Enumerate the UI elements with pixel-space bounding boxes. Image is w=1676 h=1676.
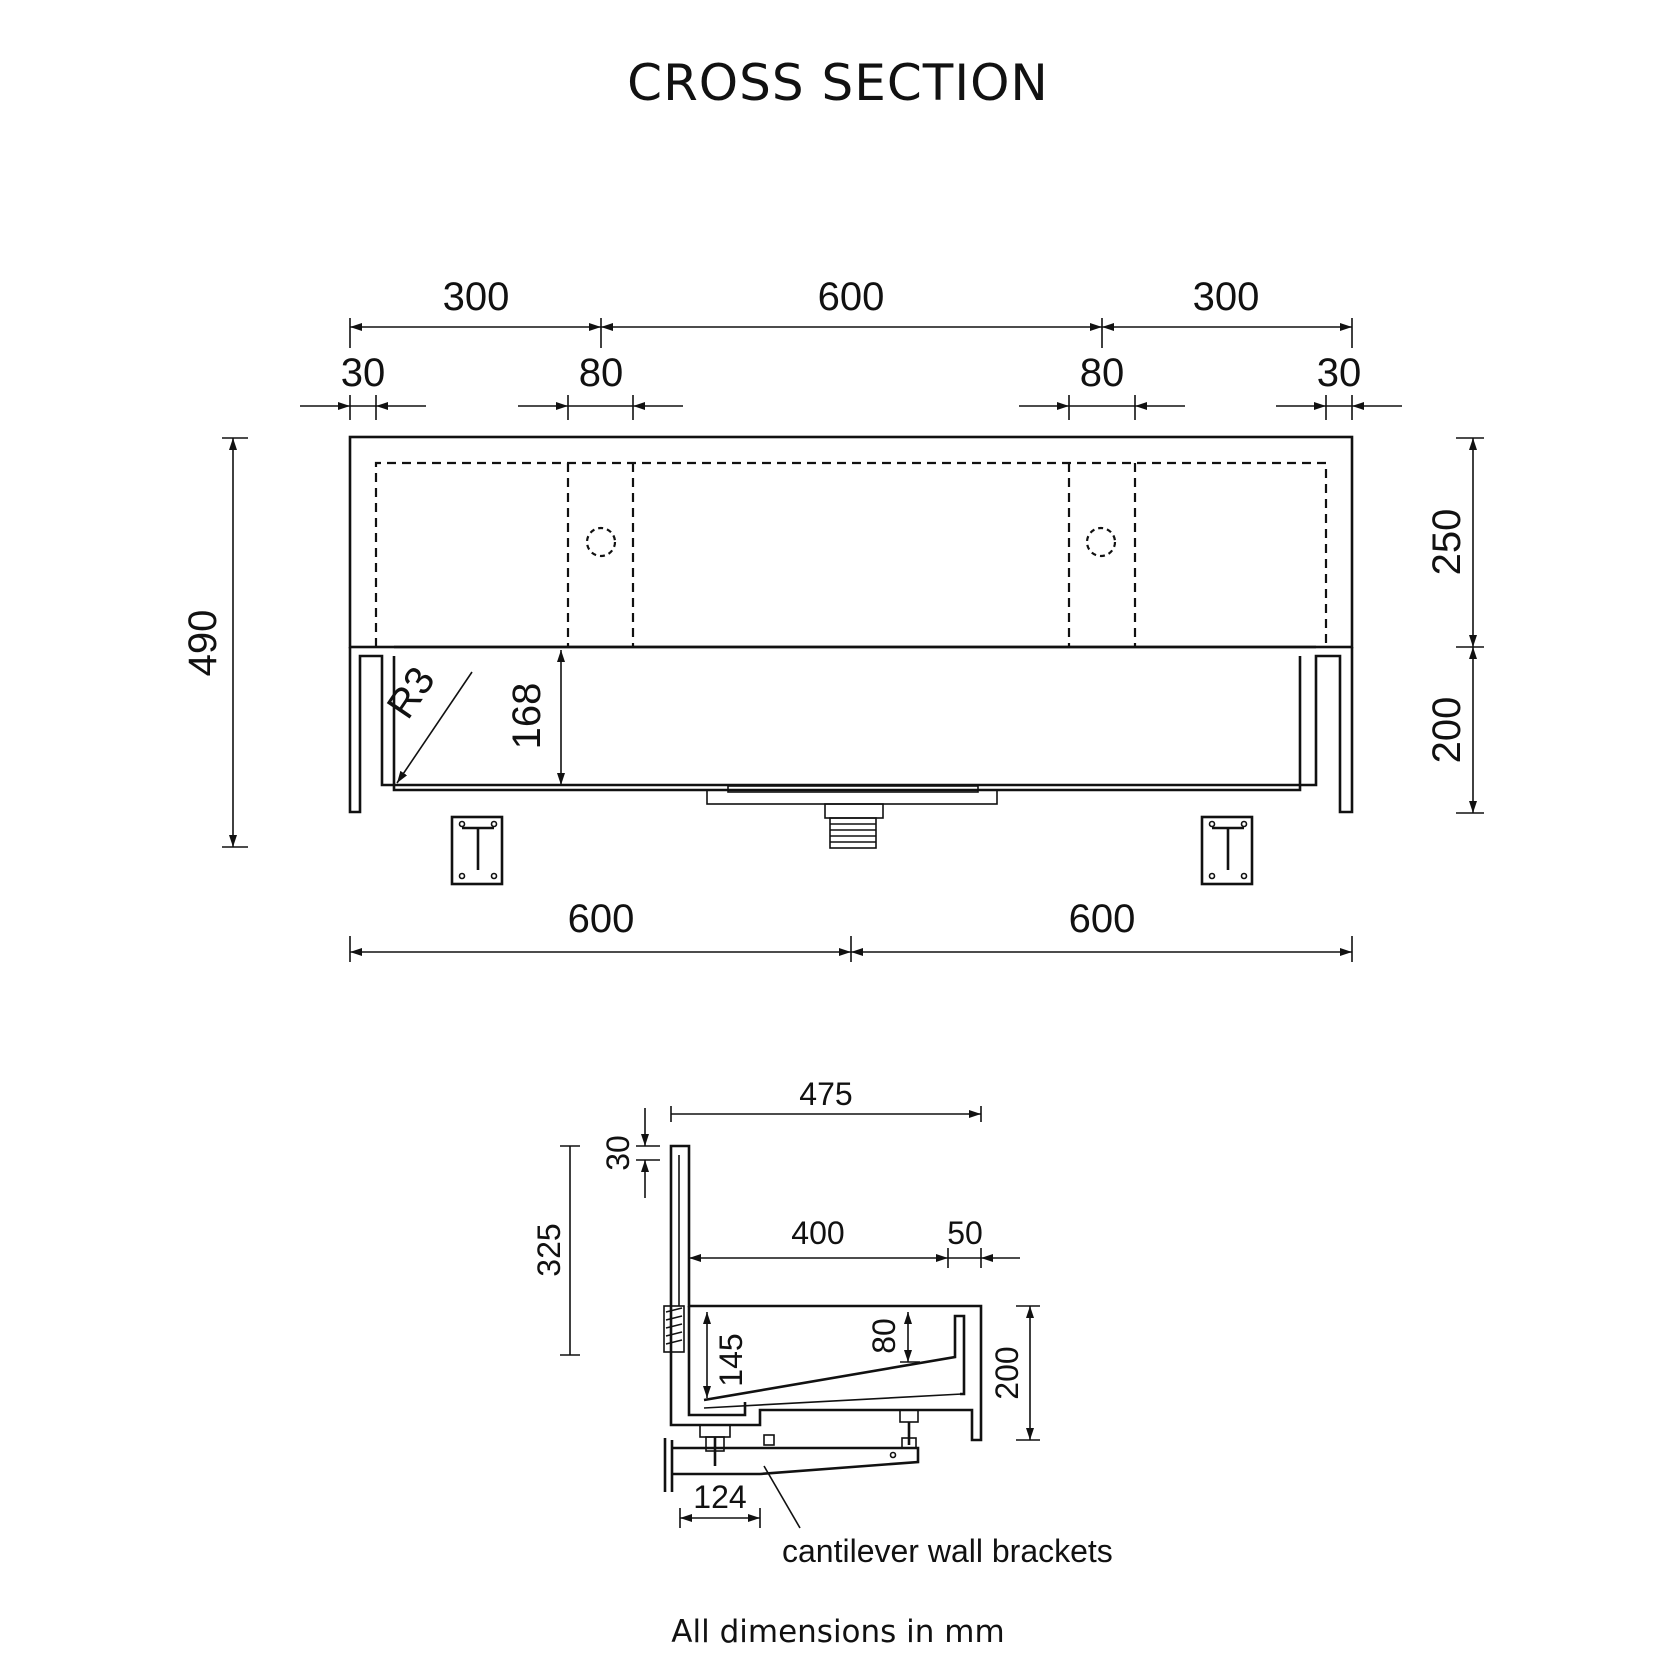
dim-200-side: 200 [989, 1346, 1025, 1399]
dim-400: 400 [791, 1215, 844, 1251]
dim-600-bottom-left: 600 [568, 897, 635, 941]
hidden-outline [374, 461, 1328, 647]
wall-fixing-hatch [663, 1305, 685, 1353]
drain-waste [706, 785, 998, 849]
dim-r3: R3 [379, 659, 444, 726]
dim-80-left: 80 [579, 351, 624, 395]
tap-hole-left [585, 526, 617, 558]
side-waste [699, 1424, 775, 1466]
dim-490: 490 [181, 610, 225, 677]
side-view: 475 30 325 400 50 145 80 200 [531, 1076, 1113, 1569]
bracket-leader-line [763, 1465, 801, 1529]
dim-300-left: 300 [443, 275, 510, 319]
cantilever-label: cantilever wall brackets [782, 1533, 1113, 1569]
side-foot [899, 1409, 919, 1449]
dim-145: 145 [713, 1333, 749, 1386]
bracket-right [1200, 815, 1254, 886]
cantilever-bracket [670, 1440, 920, 1492]
basin-walls [348, 647, 1354, 814]
tap-hole-right [1085, 526, 1117, 558]
page-title: CROSS SECTION [627, 54, 1049, 112]
dim-250: 250 [1425, 509, 1469, 576]
dim-124: 124 [693, 1479, 746, 1515]
dim-50: 50 [947, 1215, 983, 1251]
basin-sloped-floor [703, 1314, 966, 1402]
dim-300-right: 300 [1193, 275, 1260, 319]
basin-back-wall [687, 1306, 747, 1417]
dim-30-left: 30 [341, 351, 386, 395]
dim-475: 475 [799, 1076, 852, 1112]
dim-30-side: 30 [600, 1135, 636, 1171]
dim-600-top: 600 [818, 275, 885, 319]
dim-80-right: 80 [1080, 351, 1125, 395]
dim-168: 168 [505, 683, 549, 750]
dim-200-right: 200 [1425, 697, 1469, 764]
dim-30-right: 30 [1317, 351, 1362, 395]
countertop-outline [348, 435, 1354, 649]
bracket-left [450, 815, 504, 886]
dim-600-bottom-right: 600 [1069, 897, 1136, 941]
front-view: 300 600 300 30 80 80 30 490 [181, 275, 1484, 962]
units-note: All dimensions in mm [671, 1614, 1005, 1650]
dim-325: 325 [531, 1223, 567, 1276]
dim-80-side: 80 [866, 1318, 902, 1354]
